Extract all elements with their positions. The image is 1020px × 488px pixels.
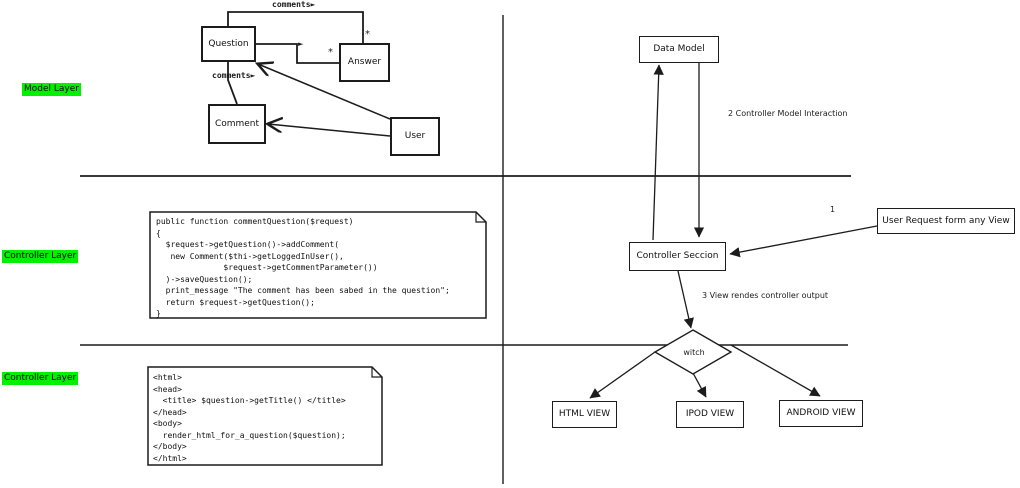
view-code-text: <html> <head> <title> $question->getTitl…	[153, 373, 346, 463]
controller-seccion-node: Controller Seccion	[629, 242, 726, 271]
witch-to-ipodview-arrow	[692, 372, 707, 398]
answer-multiplicity-side: *	[328, 47, 333, 58]
user-comment-arrow	[268, 124, 391, 137]
comment-node: Comment	[208, 104, 266, 144]
view-code-note-fold-icon	[371, 367, 382, 378]
controller-code-note-fold-icon	[475, 212, 486, 223]
witch-to-htmlview-arrow	[589, 351, 656, 399]
question-comment-connector	[227, 62, 238, 105]
comments-mid-label: comments►	[212, 71, 256, 80]
view-code-note-shape	[147, 366, 383, 466]
association-direction-icon: ►	[298, 40, 304, 48]
ipod-view-node: IPOD VIEW	[676, 401, 744, 428]
witch-decision-diamond	[653, 329, 733, 375]
controller-code-text: public function commentQuestion($request…	[156, 217, 450, 318]
step3-label: 3 View rendes controller output	[702, 291, 829, 300]
android-view-node: ANDROID VIEW	[779, 400, 863, 427]
model-layer-label: Model Layer	[22, 83, 81, 96]
witch-decision-label: witch	[683, 348, 705, 357]
controller-to-datamodel-arrow	[652, 64, 664, 241]
step1-label: 1	[830, 205, 836, 214]
question-answer-association	[255, 43, 339, 64]
comments-top-label: comments►	[272, 0, 316, 9]
data-model-node: Data Model	[639, 36, 719, 63]
question-node: Question	[201, 26, 256, 62]
witch-to-androidview-arrow	[730, 344, 821, 397]
html-view-node: HTML VIEW	[552, 401, 617, 428]
controller-to-witch-arrow	[677, 270, 694, 329]
user-request-node: User Request form any View	[877, 208, 1015, 234]
controller-layer-label: Controller Layer	[2, 250, 79, 263]
view-layer-label: Controller Layer	[2, 372, 79, 385]
answer-node: Answer	[339, 43, 390, 82]
user-question-arrow	[258, 64, 391, 120]
question-answer-comments-connector	[227, 11, 364, 43]
user-node: User	[390, 117, 440, 156]
step2-label: 2 Controller Model Interaction	[728, 109, 848, 118]
controller-code-note-shape	[149, 211, 487, 319]
userrequest-to-controller-arrow	[729, 225, 878, 258]
answer-multiplicity-top: *	[365, 29, 370, 40]
